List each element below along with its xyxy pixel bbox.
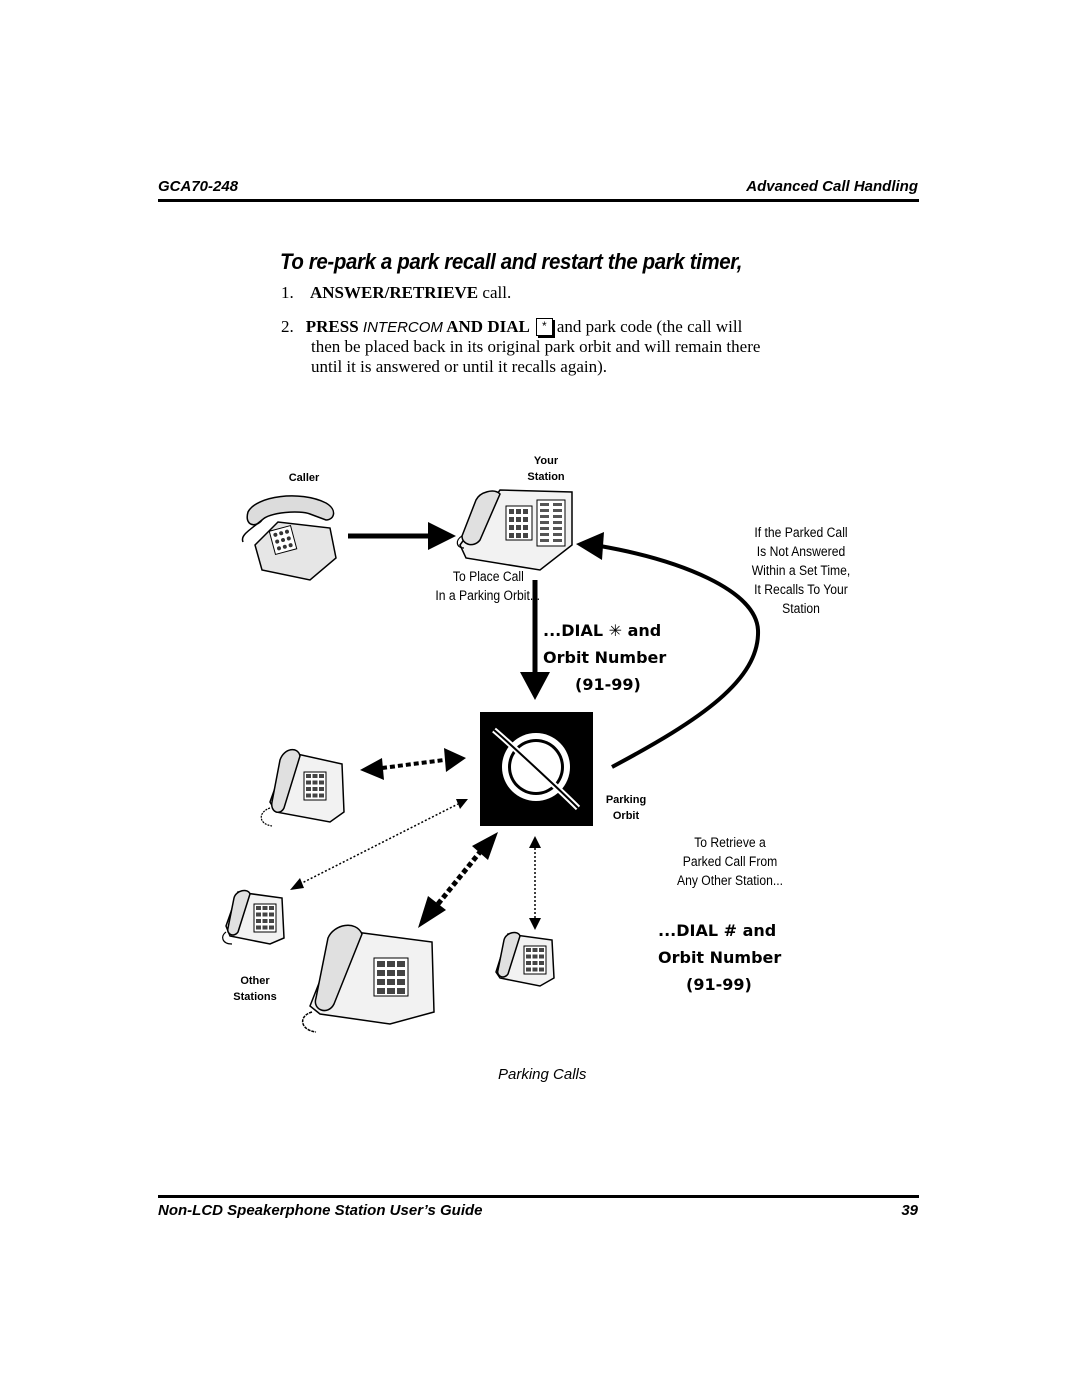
step-2-line1: and park code (the call will — [556, 317, 743, 336]
footer-guide-title: Non-LCD Speakerphone Station User’s Guid… — [158, 1202, 483, 1219]
label-other: Other — [240, 975, 270, 987]
recall-line-1: If the Parked Call — [754, 525, 848, 540]
dial-hash-instruction: ...DIAL # and Orbit Number (91-99) — [658, 917, 818, 998]
recall-line-2: Is Not Answered — [756, 544, 846, 559]
dotted-arrow-phone-d — [529, 836, 541, 930]
recall-line-4: It Recalls To Your — [754, 582, 848, 597]
section-title: To re-park a park recall and restart the… — [280, 249, 743, 274]
step-2-intercom: INTERCOM — [362, 319, 443, 336]
step-1-text: call. — [478, 283, 512, 302]
dial-star-line-1: ...DIAL ✳ and — [543, 621, 662, 640]
arrow-station-to-orbit — [520, 580, 550, 700]
dotted-arrow-phone-a — [360, 748, 466, 780]
header-rule — [158, 199, 919, 202]
step-2: 2. PRESS INTERCOM AND DIAL *and park code … — [281, 317, 841, 338]
step-2-line3: until it is answered or until it recalls… — [311, 357, 608, 376]
step-1-number: 1. — [281, 283, 294, 302]
dotted-arrow-phone-c — [418, 832, 498, 928]
dial-star-instruction: ...DIAL ✳ and Orbit Number (91-99) — [543, 617, 693, 698]
footer-page-number: 39 — [901, 1202, 918, 1219]
label-your: Your — [533, 455, 559, 467]
star-key-icon: * — [535, 318, 553, 336]
your-station-phone-icon — [456, 489, 573, 571]
caller-phone-icon — [241, 495, 337, 581]
retrieve-note: To Retrieve a Parked Call From Any Other… — [667, 833, 793, 890]
label-stations: Stations — [233, 991, 277, 1003]
label-your-station: Your Station — [516, 453, 576, 485]
recall-line-5: Station — [782, 601, 820, 616]
label-caller: Caller — [288, 472, 320, 484]
dial-hash-line-1: ...DIAL # and — [658, 921, 777, 940]
dial-hash-line-3: (91-99) — [686, 975, 752, 994]
dial-hash-line-2: Orbit Number — [658, 948, 782, 967]
header-doc-code: GCA70-248 — [158, 178, 239, 195]
footer-rule — [158, 1195, 919, 1198]
dial-star-line-2: Orbit Number — [543, 648, 667, 667]
place-call-line-1: To Place Call — [452, 569, 524, 584]
place-call-line-2: In a Parking Orbit... — [435, 588, 540, 603]
step-2-number: 2. — [281, 317, 294, 336]
step-2-press: PRESS — [305, 317, 363, 336]
header-section-name: Advanced Call Handling — [746, 178, 918, 195]
retrieve-line-3: Any Other Station... — [676, 873, 784, 888]
place-call-note: To Place Call In a Parking Orbit... — [407, 567, 540, 605]
other-station-phone-b-icon — [222, 889, 285, 945]
recall-note: If the Parked Call Is Not Answered Withi… — [742, 523, 861, 618]
dotted-arrow-phone-b — [290, 799, 468, 890]
retrieve-line-2: Parked Call From — [682, 854, 778, 869]
figure-caption: Parking Calls — [498, 1066, 587, 1083]
other-station-phone-a-icon — [260, 748, 345, 827]
dial-star-line-3: (91-99) — [575, 675, 641, 694]
parking-orbit-icon — [480, 712, 593, 826]
arrow-caller-to-station — [348, 522, 456, 550]
label-orbit: Orbit — [612, 810, 640, 822]
retrieve-line-1: To Retrieve a — [694, 835, 766, 850]
label-station: Station — [527, 471, 565, 483]
step-2-and-dial: AND DIAL — [442, 317, 530, 336]
recall-arrow — [576, 532, 761, 769]
other-station-phone-c-icon — [302, 924, 435, 1033]
step-1: 1. ANSWER/RETRIEVE call. — [281, 283, 511, 303]
step-2-line2: then be placed back in its original park… — [311, 337, 761, 356]
label-other-stations: Other Stations — [226, 973, 284, 1005]
recall-line-3: Within a Set Time, — [751, 563, 851, 578]
step-1-action: ANSWER/RETRIEVE — [310, 283, 479, 302]
label-parking-orbit: Parking Orbit — [598, 792, 654, 824]
label-parking: Parking — [605, 794, 647, 806]
other-station-phone-d-icon — [495, 931, 555, 987]
